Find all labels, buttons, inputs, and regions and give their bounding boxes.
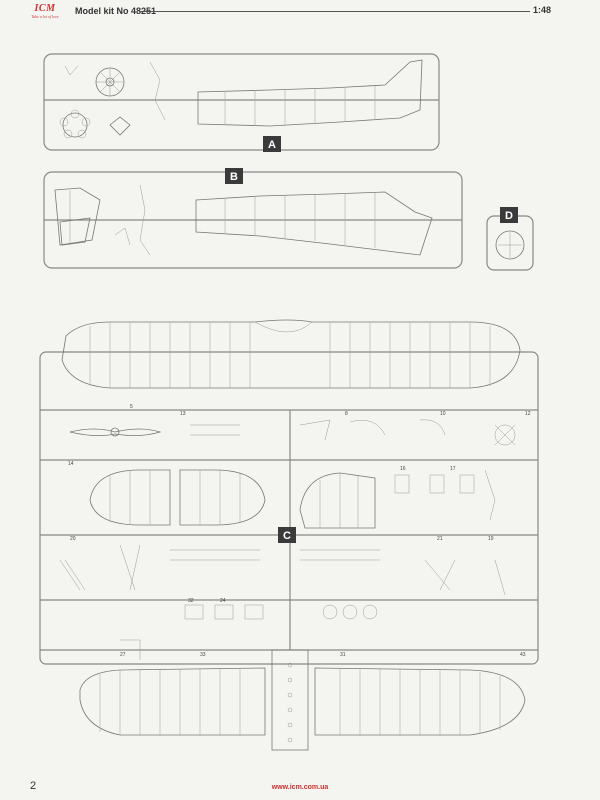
svg-text:5: 5	[130, 404, 133, 410]
svg-text:8: 8	[345, 411, 348, 417]
svg-text:32: 32	[188, 598, 194, 604]
icm-logo: ICM Take a lot of love	[26, 3, 64, 21]
sprue-c: 5 13 8 10 12 14 16 17 20 21 19 32 24 27 …	[39, 319, 539, 751]
page-header: ICM Take a lot of love Model kit No 4825…	[0, 0, 600, 22]
svg-text:43: 43	[520, 652, 526, 658]
svg-text:33: 33	[200, 652, 206, 658]
sprue-b-label: B	[230, 171, 238, 183]
svg-text:16: 16	[400, 466, 406, 472]
sprue-a: A	[43, 53, 440, 152]
footer-url[interactable]: www.icm.com.ua	[271, 784, 329, 791]
svg-text:10: 10	[440, 411, 446, 417]
svg-text:21: 21	[437, 536, 443, 542]
sprue-d-label: D	[505, 210, 513, 222]
svg-text:14: 14	[68, 461, 74, 467]
svg-text:31: 31	[340, 652, 346, 658]
svg-text:19: 19	[488, 536, 494, 542]
logo-text: ICM	[34, 3, 56, 14]
svg-text:27: 27	[120, 652, 126, 658]
scale-label: 1:48	[533, 5, 552, 15]
sprue-d: D	[486, 207, 534, 271]
svg-text:24: 24	[220, 598, 226, 604]
sprue-b: B	[43, 168, 463, 269]
kit-number: Model kit No 48251	[75, 6, 157, 16]
sprue-a-label: A	[268, 139, 276, 151]
header-rule	[140, 11, 530, 12]
page-number: 2	[30, 780, 37, 792]
svg-text:13: 13	[180, 411, 186, 417]
svg-text:12: 12	[525, 411, 531, 417]
svg-text:17: 17	[450, 466, 456, 472]
sprue-c-label: C	[283, 530, 291, 542]
svg-text:20: 20	[70, 536, 76, 542]
logo-tagline: Take a lot of love	[31, 14, 59, 19]
